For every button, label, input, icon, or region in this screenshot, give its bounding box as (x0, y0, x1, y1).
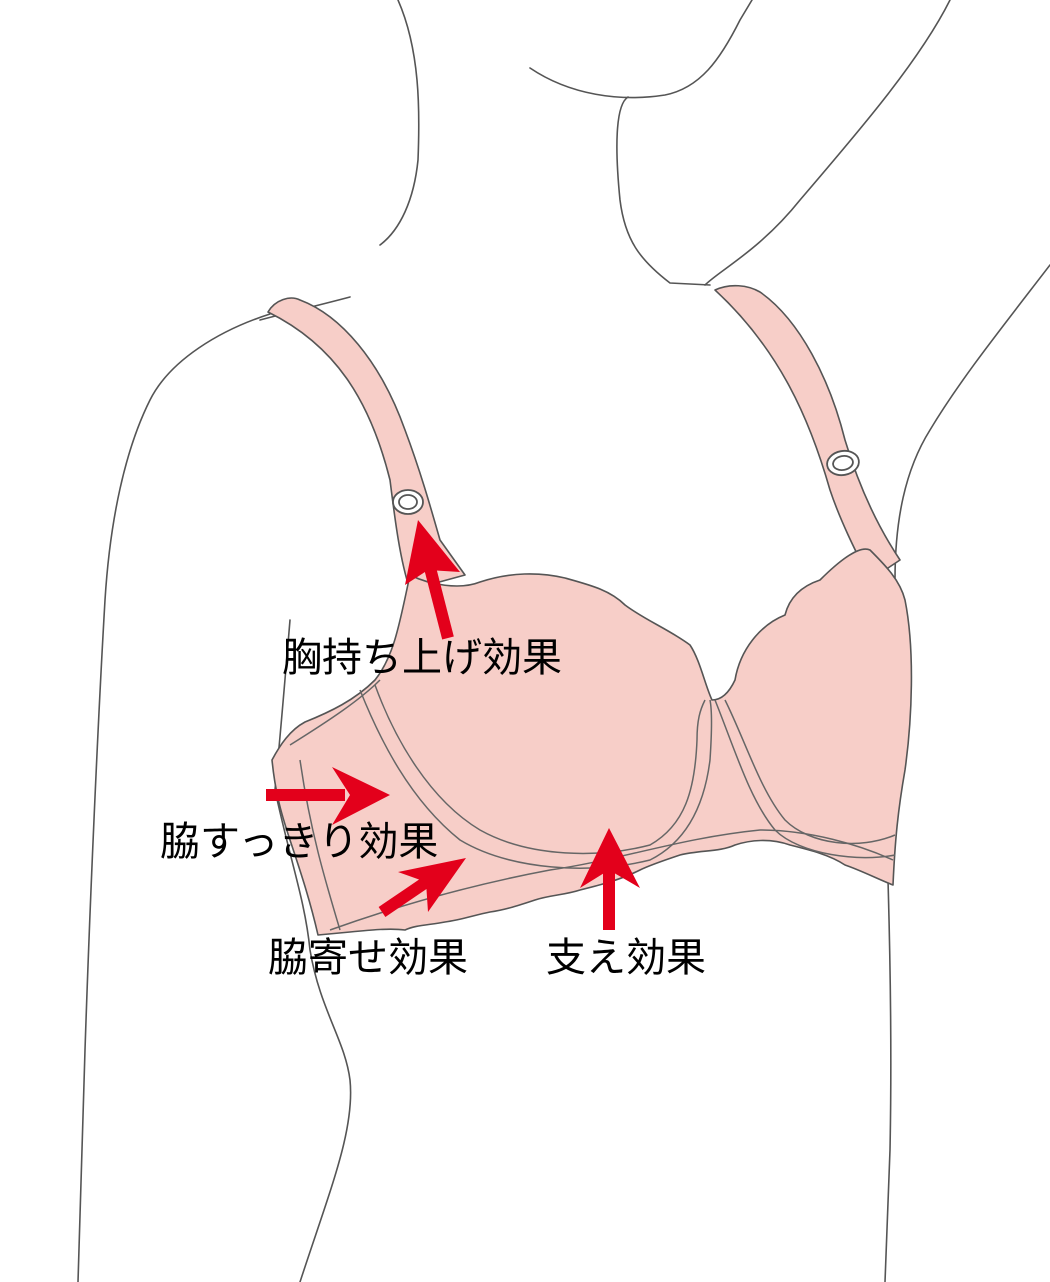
lift-arrow (405, 520, 460, 640)
left-strap (267, 297, 466, 591)
right-strap-ring-inner (832, 454, 854, 472)
label-lift-effect: 胸持ち上げ効果 (282, 635, 562, 681)
body-outline (77, 0, 1050, 1282)
label-side-slim-effect: 脇すっきり効果 (160, 819, 439, 865)
support-arrow (580, 828, 640, 930)
bra-body (271, 548, 913, 936)
right-strap (714, 284, 901, 581)
label-side-gather-effect: 脇寄せ効果 (268, 935, 468, 981)
left-strap-ring-inner (398, 494, 418, 510)
side-gather-arrow (378, 858, 466, 917)
label-support-effect: 支え効果 (546, 935, 706, 981)
side-slim-arrow (266, 767, 390, 825)
